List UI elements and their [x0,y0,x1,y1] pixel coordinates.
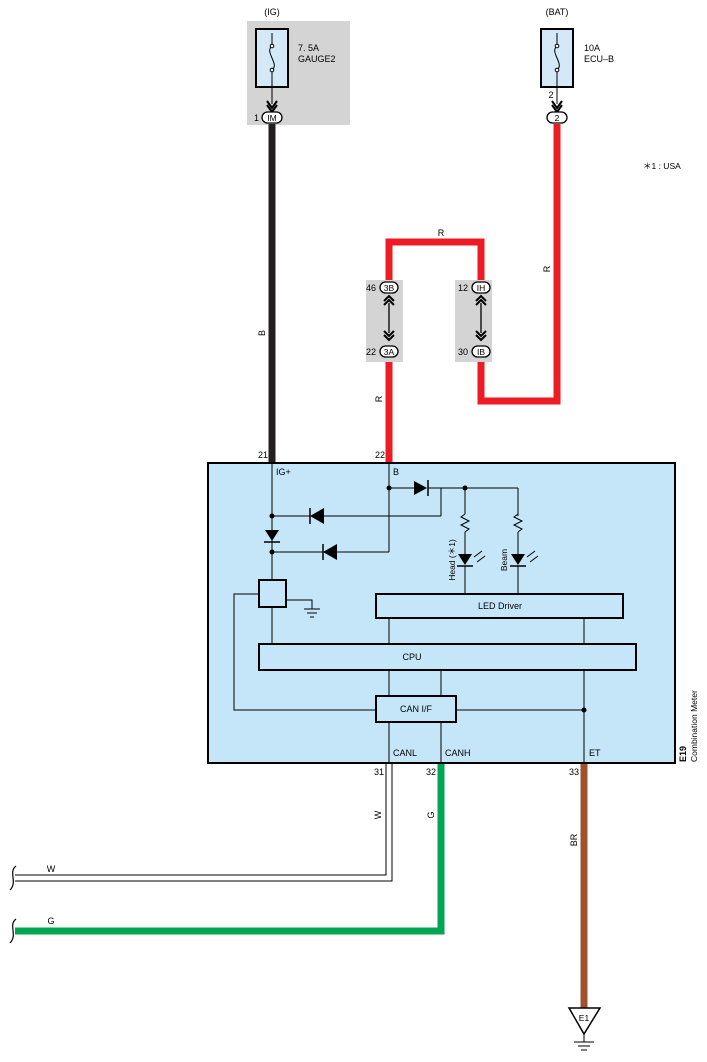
can-if-label: CAN I/F [400,704,433,714]
connector-ib-label: IB [477,347,485,357]
wire-green-left-label: G [47,916,54,926]
ig-fuse-connector-label: IM [267,113,276,123]
meter-pin-canl-name: CANL [393,748,417,758]
ig-fuse-connector [261,111,283,124]
wire-brown-label: BR [569,833,579,846]
wire-red-top-label: R [438,228,445,238]
head-resistor-icon [459,513,471,533]
diode-lower-icon [323,544,337,560]
ig-fuse-name: GAUGE2 [298,54,336,64]
cpu-block [258,643,637,671]
meter-pin-b-name: B [393,467,399,477]
junction-ih-ib: IH 12 IB 30 [455,280,492,362]
head-led-label: Head (＊1) [447,539,457,581]
meter-name: Combination Meter [689,690,699,762]
meter-pin-et-name: ET [589,748,601,758]
ground-e1: E1 [567,1007,602,1051]
connector-3b-pin: 46 [366,283,376,293]
can-if-block [375,695,457,723]
bat-fuse-pin: 2 [548,90,553,100]
beam-resistor-icon [512,513,524,533]
cpu-label: CPU [402,652,421,662]
meter-pin-canh-name: CANH [445,748,471,758]
beam-led-label: Beam [499,549,509,571]
junction-3b-3a: 3B 46 3A 22 [366,280,403,362]
wire-green-label: G [426,811,436,818]
connector-ih-pin: 12 [458,283,468,293]
meter-pin-31: 31 [374,767,384,777]
wire-white-left-label: W [47,864,56,874]
ig-fuse-rating: 7. 5A [298,43,319,53]
meter-pin-21: 21 [258,450,268,460]
meter-pin-22: 22 [375,450,385,460]
ig-fuse-pin: 1 [254,113,259,123]
led-driver-label: LED Driver [478,601,522,611]
ground-triangle-icon [567,1007,602,1036]
ground-label: E1 [579,1013,590,1023]
connector-3a-label: 3A [384,347,395,357]
ig-fuse-header: (IG) [264,7,280,17]
wire-black: B [257,124,276,462]
wire-green-break-icon [9,918,17,944]
b-diode-icon [414,481,427,495]
wire-white-label: W [373,810,383,819]
usa-note: ＊1 : USA [643,161,681,171]
ig-fuse-block: (IG) 7. 5A GAUGE2 IM 1 [247,7,350,125]
wire-red-mid-label: R [374,395,384,402]
wire-white-break-icon [9,865,17,891]
wire-red-right-label: R [542,265,552,272]
wire-green [15,764,445,935]
meter-pin-32: 32 [426,767,436,777]
connector-ib-pin: 30 [458,347,468,357]
bat-fuse-block: (BAT) 10A ECU–B 2 2 [540,7,614,124]
bat-fuse-name: ECU–B [584,54,614,64]
wire-red [385,124,561,462]
meter-id: E19 [678,746,688,762]
wire-white [15,764,393,882]
ig-diode-icon [265,530,279,541]
bat-fuse-connector [546,111,568,124]
bat-fuse-rating: 10A [584,43,600,53]
combination-meter: 21 22 IG+ B Head [207,450,699,764]
wire-black-label: B [257,330,267,336]
beam-led-icon [511,554,525,565]
connector-3a-pin: 22 [366,347,376,357]
bat-fuse-connector-label: 2 [555,113,560,123]
diode-left-icon [310,508,324,524]
connector-ih-label: IH [477,283,486,293]
connector-3b-label: 3B [384,283,395,293]
head-led-icon [458,554,472,565]
meter-pin-ig-name: IG+ [276,467,291,477]
meter-pin-33: 33 [569,767,579,777]
led-driver-block [375,593,624,619]
bat-fuse-header: (BAT) [546,7,569,17]
